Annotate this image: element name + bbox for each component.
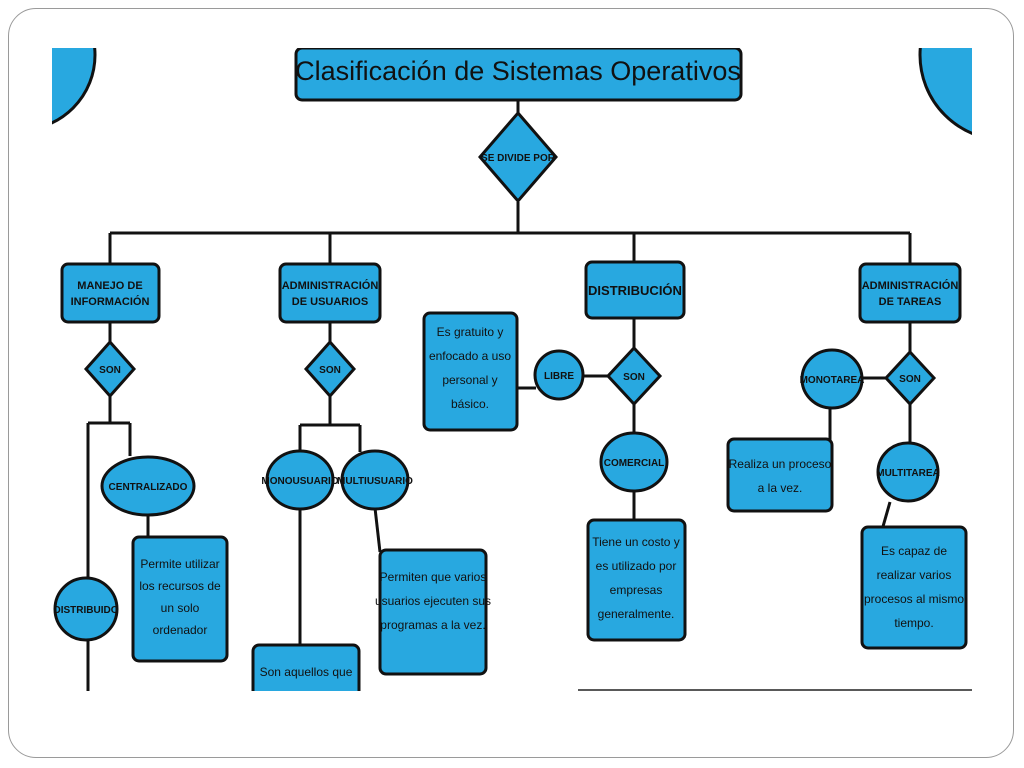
category-administracion-tareas — [858, 262, 962, 324]
desc-libre-line1: Es gratuito y — [437, 325, 504, 339]
son-label-distribucion: SON — [623, 372, 645, 383]
type-multitarea — [876, 441, 940, 503]
category-tareas-line2: DE TAREAS — [879, 296, 942, 308]
son-diamond-distribucion — [605, 345, 663, 407]
desc-multiusuario-line3: programas a la vez. — [380, 618, 485, 632]
divide-by-diamond — [478, 110, 558, 204]
type-multitarea-label: MULTITAREA — [876, 468, 940, 479]
type-monotarea-label: MONOTAREA — [800, 375, 865, 386]
type-centralizado — [100, 455, 196, 517]
desc-comercial-line1: Tiene un costo y — [592, 535, 680, 549]
corner-decoration-right — [918, 48, 972, 135]
category-manejo-line1: MANEJO DE — [77, 280, 142, 292]
divide-by-label: SE DIVIDE POR — [481, 153, 556, 164]
type-comercial-label: COMERCIAL — [604, 458, 665, 469]
type-comercial — [599, 431, 669, 493]
desc-monousuario-line1: Son aquellos que — [260, 665, 353, 679]
son-diamond-manejo — [83, 339, 137, 399]
type-centralizado-label: CENTRALIZADO — [109, 482, 188, 493]
desc-multitarea-line2: realizar varios — [877, 568, 952, 582]
son-label-manejo: SON — [99, 365, 121, 376]
category-manejo-line2: INFORMACIÓN — [71, 295, 150, 308]
desc-multiusuario-line1: Permiten que varios — [380, 570, 487, 584]
desc-comercial-line3: empresas — [610, 583, 663, 597]
category-usuarios-line1: ADMINISTRACIÓN — [282, 279, 379, 292]
desc-centralizado — [131, 535, 229, 663]
desc-multitarea-line1: Es capaz de — [881, 544, 947, 558]
desc-libre-line4: básico. — [451, 397, 489, 411]
type-monotarea — [800, 348, 864, 410]
desc-monotarea — [726, 437, 834, 513]
desc-multitarea-line3: procesos al mismo — [864, 592, 964, 606]
desc-multiusuario — [378, 548, 488, 676]
type-libre — [533, 349, 585, 401]
corner-decoration-left — [52, 48, 97, 125]
type-libre-label: LIBRE — [544, 371, 574, 382]
type-multiusuario — [340, 449, 410, 511]
desc-monousuario — [251, 643, 361, 691]
type-distribuido — [53, 576, 119, 642]
desc-libre-line2: enfocado a uso — [429, 349, 511, 363]
category-distribucion — [584, 260, 686, 320]
desc-centralizado-line1: Permite utilizar — [140, 557, 219, 571]
desc-monotarea-line1: Realiza un proceso — [729, 457, 832, 471]
category-usuarios-line2: DE USUARIOS — [292, 296, 368, 308]
type-monousuario — [265, 449, 335, 511]
category-distribucion-label: DISTRIBUCIÓN — [588, 283, 682, 298]
desc-multitarea — [860, 525, 968, 650]
desc-comercial-line2: es utilizado por — [596, 559, 677, 573]
desc-libre-line3: personal y — [442, 373, 497, 387]
desc-monotarea-line2: a la vez. — [758, 481, 803, 495]
son-diamond-usuarios — [303, 339, 357, 399]
desc-libre — [422, 311, 519, 432]
son-label-usuarios: SON — [319, 365, 341, 376]
son-diamond-tareas — [883, 349, 937, 407]
diagram-title: Clasificación de Sistemas Operativos — [295, 56, 741, 86]
title-box — [294, 48, 743, 102]
type-distribuido-label: DISTRIBUIDO — [54, 605, 119, 616]
category-tareas-line1: ADMINISTRACIÓN — [862, 279, 959, 292]
desc-centralizado-line2: los recursos de — [139, 579, 221, 593]
type-multiusuario-label: MULTIUSUARIO — [337, 476, 413, 487]
category-administracion-usuarios — [278, 262, 382, 324]
desc-multiusuario-line2: usuarios ejecuten sus — [375, 594, 491, 608]
desc-centralizado-line3: un solo — [161, 601, 200, 615]
son-label-tareas: SON — [899, 374, 921, 385]
type-monousuario-label: MONOUSUARIO — [261, 476, 338, 487]
desc-comercial-line4: generalmente. — [598, 607, 675, 621]
desc-centralizado-line4: ordenador — [153, 623, 208, 637]
desc-comercial — [586, 518, 687, 642]
desc-multitarea-line4: tiempo. — [894, 616, 933, 630]
category-manejo-informacion — [60, 262, 161, 324]
